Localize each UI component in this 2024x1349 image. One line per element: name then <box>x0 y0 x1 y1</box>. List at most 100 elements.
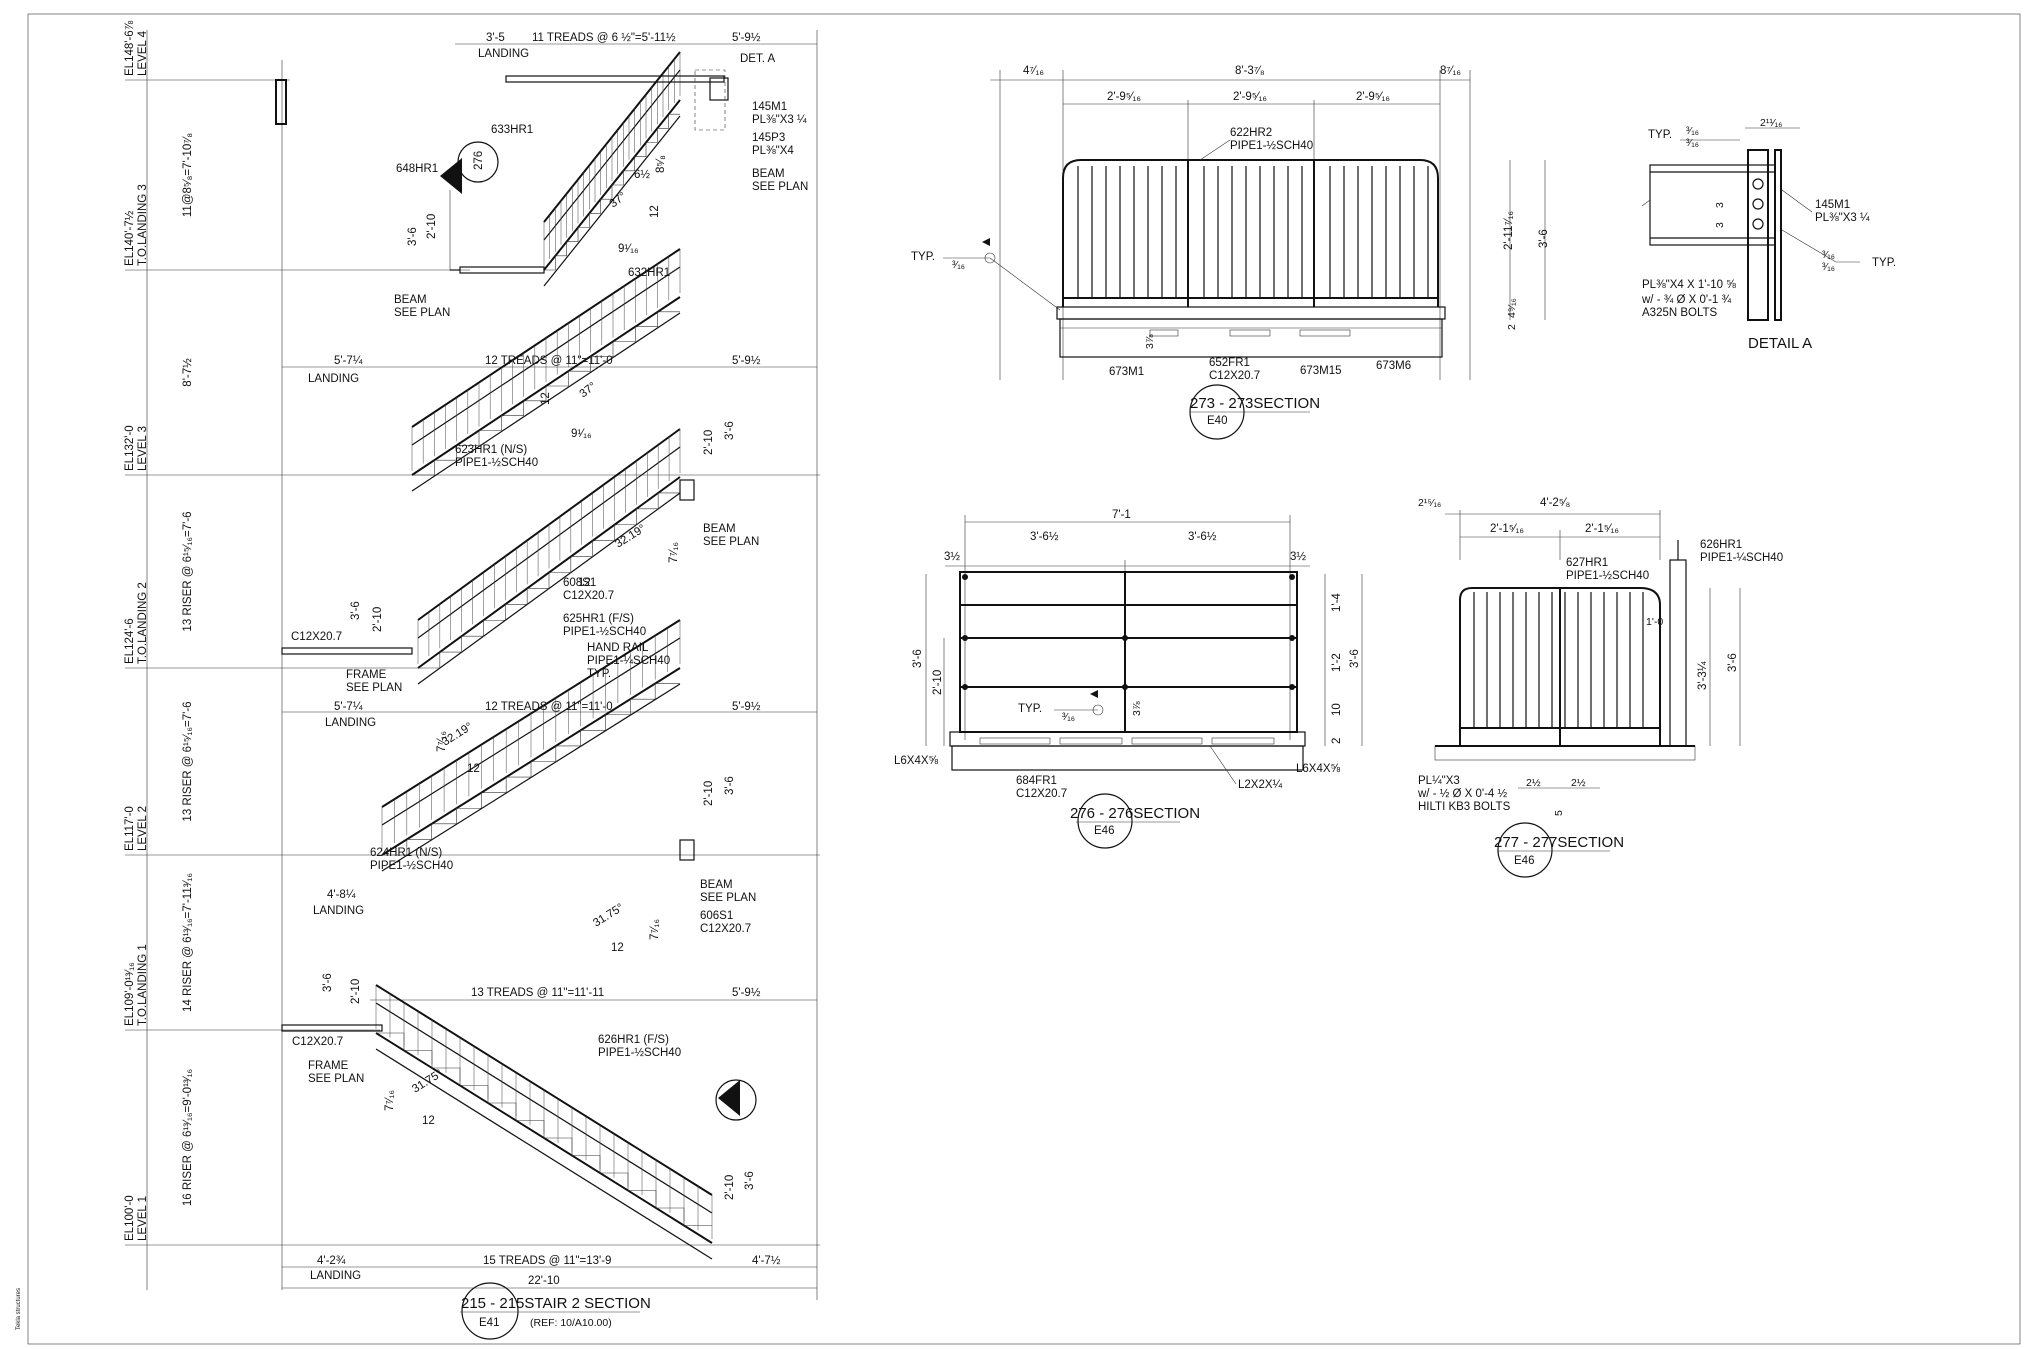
landing-label-1: LANDING <box>313 905 364 917</box>
hr632-label: 632HR1 <box>628 267 670 279</box>
s276-title-circle <box>1077 793 1133 849</box>
s273-dim-right: 8⁷⁄₁₆ <box>1440 65 1461 77</box>
angle-label-6: 37° <box>578 380 599 400</box>
riser-dim-1: 8'-7½ <box>182 358 194 387</box>
c12-label-frame-1: C12X20.7 <box>292 1036 343 1048</box>
rise-label-3: 7⁷⁄₁₆ <box>649 919 661 940</box>
riser-dim-3: 13 RISER @ 6¹⁵⁄₁₆=7'-6 <box>182 701 194 821</box>
landing-dim-3: 5'-7¼ <box>334 355 363 367</box>
hr648-label: 648HR1 <box>396 163 438 175</box>
s273-pipe: PIPE1-½SCH40 <box>1230 140 1313 152</box>
s273-rdim-2: 3'-6 <box>1538 229 1550 248</box>
section-277-marker <box>718 1080 740 1116</box>
s277-title: 277 - 277SECTION <box>1494 834 1624 851</box>
s277-rdim-2: 3'-6 <box>1727 653 1739 672</box>
s273-dim-bay2: 2'-9⁵⁄₁₆ <box>1233 91 1267 103</box>
s273-title: 273 - 273SECTION <box>1190 395 1320 412</box>
tread-width-1: 12 <box>578 577 591 589</box>
detail-a-dim-top: 2¹¹⁄₁₆ <box>1760 117 1782 129</box>
level-elevation-3: EL124'-6 <box>124 618 136 664</box>
s277-dim-bay1: 2'-1⁵⁄₁₆ <box>1490 523 1524 535</box>
tread-dim-0: 15 TREADS @ 11"=13'-9 <box>483 1255 611 1267</box>
s277-bdim-2: 2½ <box>1571 777 1586 789</box>
rise-label-6: 8⁵⁄₈ <box>655 155 667 173</box>
right-dim-0: 4'-7½ <box>752 1255 781 1267</box>
detail-a-m145: 145M1 <box>1815 199 1850 211</box>
typ-label-hand: TYP. <box>587 668 611 680</box>
rise-label-8: 9¹⁄₁₆ <box>571 428 592 440</box>
s276-ldim-2: 2'-10 <box>932 670 944 695</box>
rail-dim-2a: 3'-6 <box>350 601 362 620</box>
right-dim-3: 5'-9½ <box>732 355 761 367</box>
s276-dim-r: 3½ <box>1290 551 1306 563</box>
c12-label-606: C12X20.7 <box>700 923 751 935</box>
landing-dim-4: 3'-5 <box>486 32 505 44</box>
detail-a-pl: PL⅜"X3 ¼ <box>1815 212 1870 224</box>
detail-a-w3: ³⁄₁₆ <box>1822 249 1835 261</box>
landing-dim-0: 4'-2¾ <box>317 1255 346 1267</box>
s277-pipe15: PIPE1-½SCH40 <box>1566 570 1649 582</box>
pl2-label: PL⅜"X4 <box>752 145 794 157</box>
s277-sheet: E46 <box>1514 855 1534 867</box>
c12-label-608: C12X20.7 <box>563 590 614 602</box>
s273-rdim-3: 4⁹⁄₁₆ <box>1506 298 1518 318</box>
tread-width-2: 12 <box>467 763 480 775</box>
pipe-label-626: PIPE1-½SCH40 <box>598 1047 681 1059</box>
detail-a-pl2: PL⅜"X4 X 1'-10 ⅝ <box>1642 279 1736 291</box>
overall-dim: 22'-10 <box>528 1275 560 1287</box>
landing-dim-1: 4'-8¼ <box>327 889 356 901</box>
rise-label-2: 7⁷⁄₁₆ <box>436 731 448 752</box>
s276-l6b: L6X4X⅝ <box>1296 763 1341 775</box>
s276-fr684: 684FR1 <box>1016 775 1057 787</box>
s277-dim-total: 4'-2⁵⁄₈ <box>1540 497 1571 509</box>
s276-typ: TYP. <box>1018 703 1042 715</box>
pipe-label-624: PIPE1-½SCH40 <box>370 860 453 872</box>
section-276-circle <box>457 141 499 183</box>
s276-d378: 3⅞ <box>1131 701 1143 716</box>
s277-rdim-3: 3'-3¼ <box>1697 661 1709 690</box>
rise-label-1: 7⁷⁄₁₆ <box>668 542 680 563</box>
s276-title: 276 - 276SECTION <box>1070 805 1200 822</box>
det-a-label: DET. A <box>740 53 775 65</box>
s273-fr652: 652FR1 <box>1209 357 1250 369</box>
detail-a: 2¹¹⁄₁₆ TYP. ³⁄₁₆ ³⁄₁₆ 3 3 145M1 PL⅜"X3 ¼… <box>1641 117 1896 352</box>
hand-rail-label: HAND RAIL <box>587 642 649 654</box>
level-elevation-4: EL117'-0 <box>124 806 136 851</box>
s276-rdim-3: 1'-2 <box>1331 653 1343 672</box>
landing-label-3: LANDING <box>308 373 359 385</box>
angle-label-5: 37° <box>608 190 629 210</box>
see-plan-label-frame-1: SEE PLAN <box>308 1073 364 1085</box>
level-elevation-6: EL100'-0 <box>124 1195 136 1241</box>
frame-label: FRAME <box>346 669 387 681</box>
see-plan-label-1: SEE PLAN <box>700 892 756 904</box>
hr625-label: 625HR1 (F/S) <box>563 613 634 625</box>
tread-width-5: 12 <box>540 392 552 405</box>
angle-label-3: 31.75° <box>591 902 626 930</box>
level-name-1: T.O.LANDING 3 <box>137 184 149 266</box>
see-plan-label-frame: SEE PLAN <box>346 682 402 694</box>
s276-rdim-1: 1'-4 <box>1331 593 1343 612</box>
s277-bdim-1: 2½ <box>1526 777 1541 789</box>
s276-rdim-5: 2 <box>1331 738 1343 744</box>
level-name-3: T.O.LANDING 2 <box>137 582 149 664</box>
detail-a-space1: 3 <box>1714 202 1726 208</box>
s273-m6: 673M6 <box>1376 360 1411 372</box>
s277-pipe125: PIPE1-¼SCH40 <box>1700 552 1783 564</box>
rail-dim-4a: 3'-6 <box>407 227 419 246</box>
rail-dim-0b: 2'-10 <box>724 1175 736 1200</box>
sheet-border <box>27 13 2021 1345</box>
s277-hr627: 627HR1 <box>1566 557 1608 569</box>
s276-rdim-4: 10 <box>1331 703 1343 716</box>
rail-dim-0a: 3'-6 <box>744 1171 756 1190</box>
s277-pl: PL¼"X3 <box>1418 775 1460 787</box>
s273-rdim-4: 2 <box>1506 324 1518 330</box>
s273-rdim-1: 2'-11⁷⁄₁₆ <box>1503 211 1515 250</box>
rail-dim-1a: 3'-6 <box>322 973 334 992</box>
rail-dim-1b: 2'-10 <box>350 979 362 1004</box>
s277-dim-l: 2¹⁵⁄₁₆ <box>1418 497 1441 509</box>
hr624-label: 624HR1 (N/S) <box>370 847 442 859</box>
riser-dim-4: 14 RISER @ 6¹³⁄₁₆=7'-11³⁄₁₆ <box>182 873 194 1012</box>
level-elevation-2: EL132'-0 <box>124 425 136 471</box>
